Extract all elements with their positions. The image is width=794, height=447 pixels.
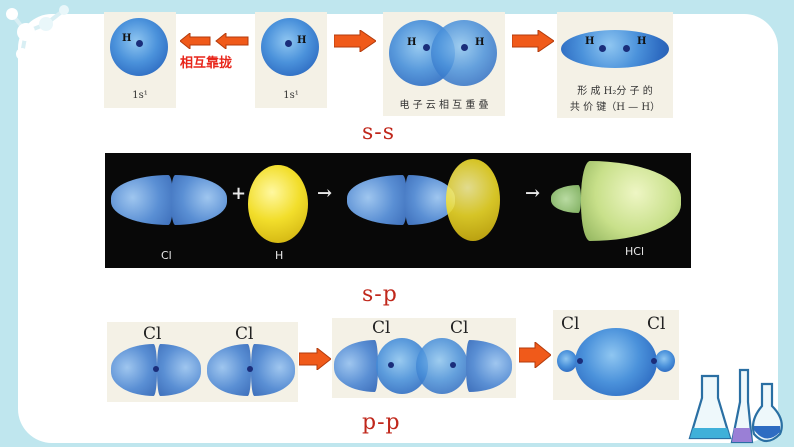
approach-text: 相互靠拢 bbox=[180, 56, 233, 71]
h-label: H bbox=[407, 37, 417, 48]
cl-label: Cl bbox=[161, 249, 172, 262]
flask-icon bbox=[688, 368, 783, 444]
h-label: H bbox=[275, 249, 284, 262]
ss-overlap-panel: H H 电 子 云 相 互 重 叠 bbox=[383, 12, 505, 116]
arrow-1: → bbox=[317, 183, 333, 204]
arrow-right-icon bbox=[333, 29, 377, 56]
bond-caption-1: 形 成 H₂分 子 的 bbox=[577, 86, 653, 97]
label-p-p: p-p bbox=[362, 410, 401, 435]
h-label: H bbox=[475, 37, 485, 48]
h-label: H bbox=[297, 35, 307, 46]
label-s-p: s-p bbox=[362, 282, 398, 307]
arrow-right-icon bbox=[511, 29, 555, 56]
cl-label: Cl bbox=[450, 318, 469, 338]
pp-bond-panel: Cl Cl bbox=[553, 310, 679, 400]
plus-sign: + bbox=[231, 183, 247, 204]
ss-atom-left-panel: H 1s¹ bbox=[104, 12, 176, 108]
molecule-icon bbox=[6, 5, 69, 60]
h-label: H bbox=[585, 36, 595, 47]
approach-arrows bbox=[179, 31, 252, 53]
bond-caption-2: 共 价 键（H — H） bbox=[569, 102, 661, 113]
sp-diagram: + → → Cl H HCl bbox=[105, 153, 691, 268]
caption-1s: 1s¹ bbox=[283, 90, 299, 101]
overlap-caption: 电 子 云 相 互 重 叠 bbox=[399, 100, 489, 111]
cl-label: Cl bbox=[561, 314, 580, 334]
arrow-right-icon bbox=[298, 346, 332, 374]
h-label: H bbox=[122, 33, 132, 44]
ss-atom-right-panel: H 1s¹ bbox=[255, 12, 327, 108]
cl-label: Cl bbox=[235, 324, 254, 344]
caption-1s: 1s¹ bbox=[132, 90, 148, 101]
cl-label: Cl bbox=[143, 324, 162, 344]
pp-atoms-panel: Cl Cl bbox=[107, 322, 298, 402]
cl-label: Cl bbox=[372, 318, 391, 338]
pp-overlap-panel: Cl Cl bbox=[332, 318, 516, 398]
label-s-s: s-s bbox=[362, 120, 396, 145]
arrow-right-icon bbox=[518, 340, 552, 372]
cl-label: Cl bbox=[647, 314, 666, 334]
hcl-label: HCl bbox=[625, 245, 645, 258]
ss-bond-panel: H H 形 成 H₂分 子 的 共 价 键（H — H） bbox=[557, 12, 673, 118]
h-label: H bbox=[637, 36, 647, 47]
arrow-2: → bbox=[525, 183, 541, 204]
